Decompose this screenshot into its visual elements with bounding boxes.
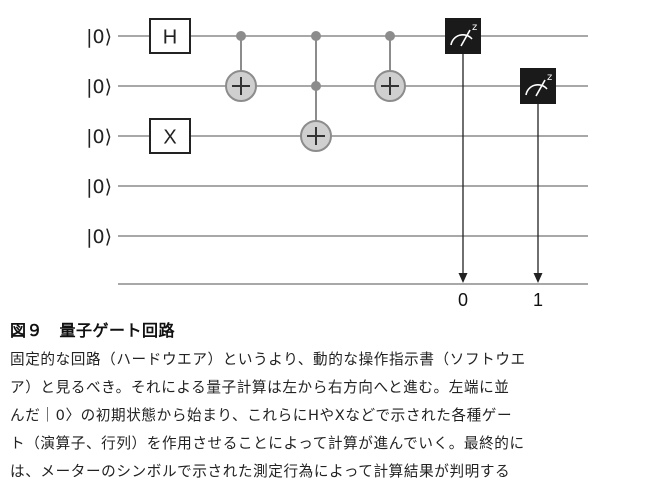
gate-x-box [149, 118, 191, 154]
caption-line-5: は、メーターのシンボルで示された測定行為によって計算結果が判明する [10, 463, 511, 480]
cnot-control-dot-4-0 [385, 31, 395, 41]
cnot-control-dot-2-0 [236, 31, 246, 41]
meter-arc-0 [450, 33, 473, 46]
qubit-ket-0: |0⟩ [86, 26, 112, 48]
caption-line-3: んだ｜0〉の初期状態から始まり、これらにHやXなどで示された各種ゲー [10, 407, 513, 424]
meter-icon-1 [520, 68, 556, 104]
caption-line-2: ア）と見るべき。それによる量子計算は左から右方向へと進む。左端に並 [10, 379, 510, 396]
meter-basis-label-0: z [472, 22, 477, 33]
meter-basis-label-1: z [547, 72, 552, 83]
toffoli-control-dot-3-0 [311, 31, 321, 41]
classical-bit-label-0: 0 [458, 290, 468, 310]
classical-bit-label-1: 1 [533, 290, 543, 310]
measurement-arrow-head-0 [458, 273, 468, 283]
figure-title: 図９ 量子ゲート回路 [10, 321, 176, 340]
caption-line-1: 固定的な回路（ハードウエア）というより、動的な操作指示書（ソフトウエ [10, 351, 526, 368]
gate-x-label: X [163, 127, 176, 149]
qubit-ket-3: |0⟩ [86, 176, 112, 198]
caption-line-4: ト（演算子、行列）を作用させることによって計算が進んでいく。最終的に [10, 435, 525, 452]
qubit-ket-1: |0⟩ [86, 76, 112, 98]
gate-h-label: H [163, 27, 177, 49]
qubit-ket-2: |0⟩ [86, 126, 112, 148]
figure-caption: 図９ 量子ゲート回路 固定的な回路（ハードウエア）というより、動的な操作指示書（… [10, 320, 655, 486]
meter-icon-0 [445, 18, 481, 54]
meter-needle-1 [535, 79, 546, 97]
meter-arc-1 [525, 83, 548, 96]
gate-h-box [149, 18, 191, 54]
toffoli-control-dot-3-1 [311, 81, 321, 91]
qubit-ket-4: |0⟩ [86, 226, 112, 248]
meter-needle-0 [460, 29, 471, 47]
quantum-circuit-diagram: |0⟩ |0⟩ |0⟩ |0⟩ |0⟩ H Xz 0 z 1 [86, 18, 588, 310]
measurement-arrow-head-1 [533, 273, 543, 283]
